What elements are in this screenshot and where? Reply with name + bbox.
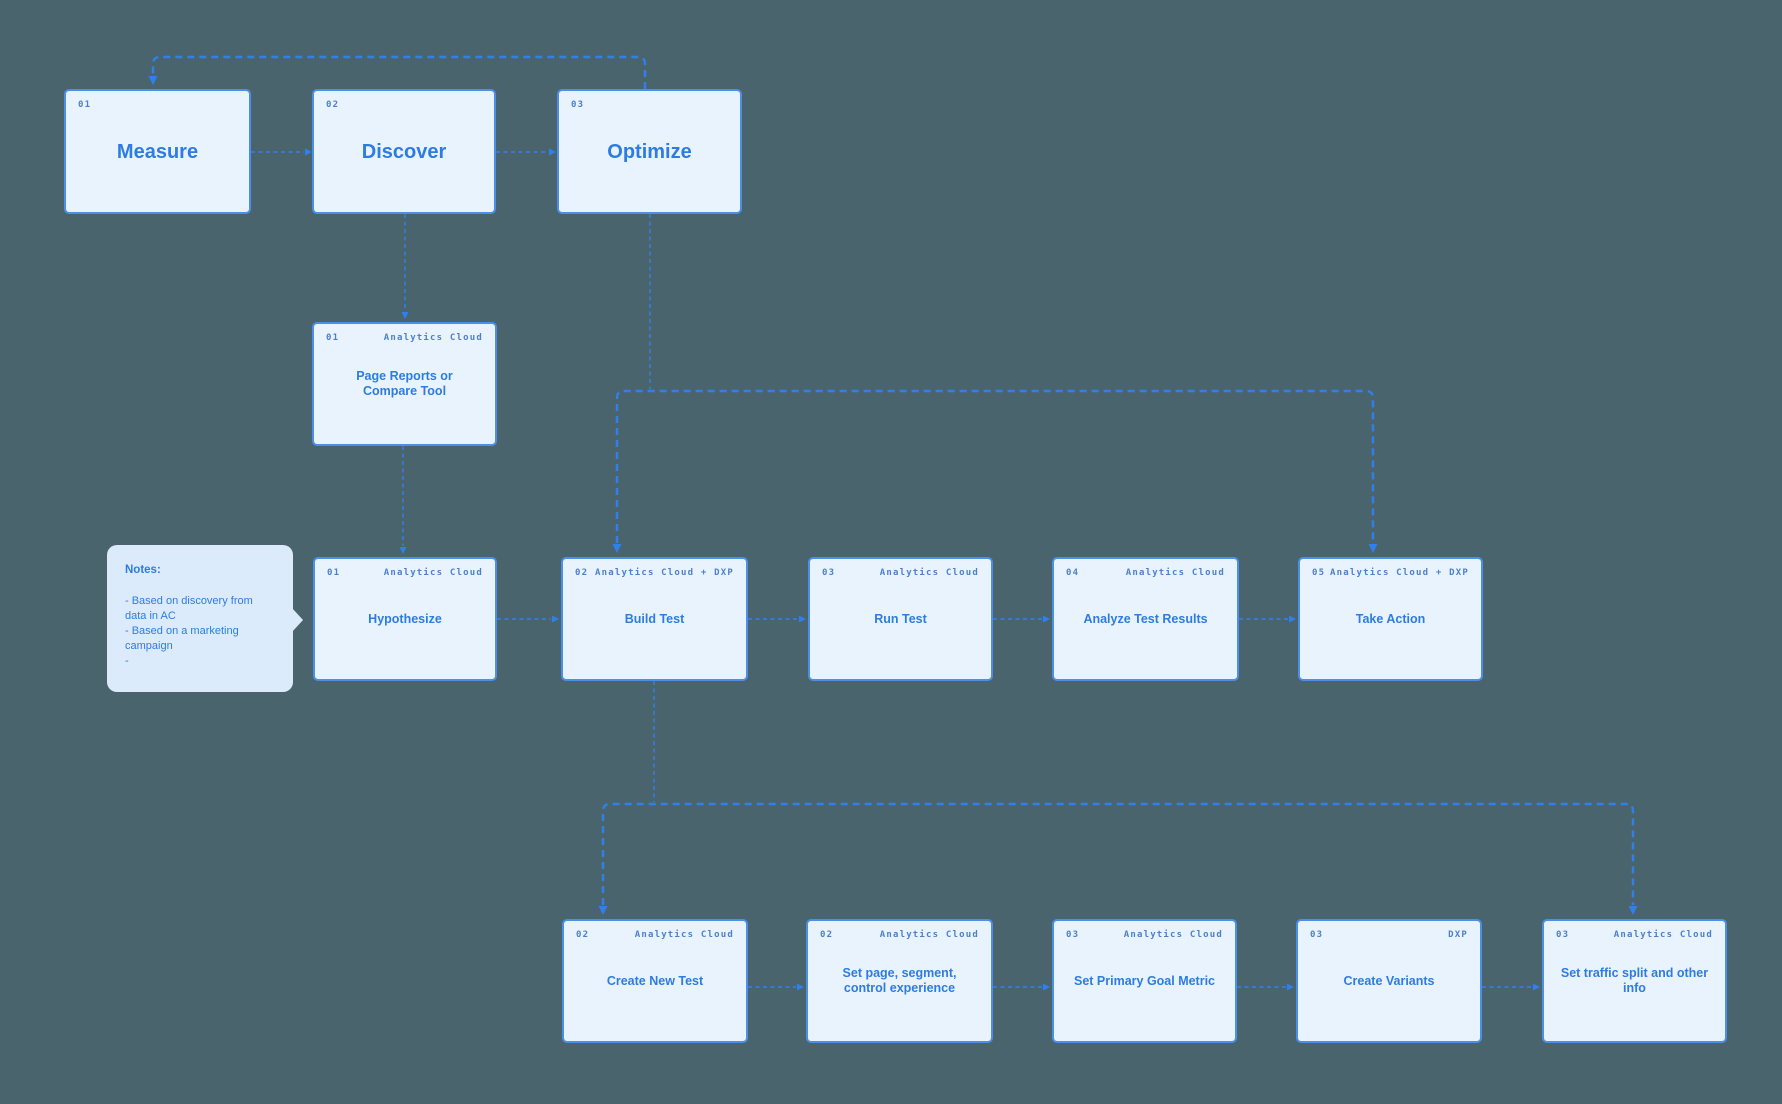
node-set-primary-goal-metric[interactable]: 03 Analytics Cloud Set Primary Goal Metr… xyxy=(1052,919,1237,1043)
node-tag: Analytics Cloud xyxy=(1613,930,1713,940)
node-tag: DXP xyxy=(1448,930,1468,940)
notes-pointer xyxy=(292,608,303,632)
node-label: Create Variants xyxy=(1343,973,1435,988)
node-analyze-test-results[interactable]: 04 Analytics Cloud Analyze Test Results xyxy=(1052,557,1239,681)
node-label: Create New Test xyxy=(606,973,704,988)
node-label: Set traffic split and other info xyxy=(1560,966,1709,995)
node-tag: Analytics Cloud xyxy=(1123,930,1223,940)
node-label: Take Action xyxy=(1355,611,1426,626)
node-number: 02 xyxy=(326,100,340,110)
node-label: Set page, segment, control experience xyxy=(842,966,957,995)
node-number: 05 xyxy=(1312,568,1326,578)
node-tag: Analytics Cloud xyxy=(383,333,483,343)
notes-bubble[interactable]: Notes: - Based on discovery from data in… xyxy=(107,545,303,692)
node-set-traffic-split[interactable]: 03 Analytics Cloud Set traffic split and… xyxy=(1542,919,1727,1043)
node-label: Optimize xyxy=(607,140,692,163)
node-label: Build Test xyxy=(624,611,685,626)
notes-line: - Based on a marketing campaign xyxy=(125,625,239,652)
connector-buildtest-branch[interactable] xyxy=(601,802,1635,905)
node-number: 03 xyxy=(1310,930,1324,940)
node-measure[interactable]: 01 Measure xyxy=(64,89,251,214)
node-label: Hypothesize xyxy=(368,611,442,626)
node-number: 01 xyxy=(327,568,341,578)
node-label: Set Primary Goal Metric xyxy=(1073,973,1216,988)
node-tag: Analytics Cloud + DXP xyxy=(595,568,734,578)
node-number: 03 xyxy=(1066,930,1080,940)
node-number: 04 xyxy=(1066,568,1080,578)
node-tag: Analytics Cloud xyxy=(879,568,979,578)
connector-optimize-to-measure-loop[interactable] xyxy=(151,55,647,89)
node-hypothesize[interactable]: 01 Analytics Cloud Hypothesize xyxy=(313,557,497,681)
node-run-test[interactable]: 03 Analytics Cloud Run Test xyxy=(808,557,993,681)
node-number: 03 xyxy=(1556,930,1570,940)
node-take-action[interactable]: 05 Analytics Cloud + DXP Take Action xyxy=(1298,557,1483,681)
node-tag: Analytics Cloud xyxy=(634,930,734,940)
node-create-variants[interactable]: 03 DXP Create Variants xyxy=(1296,919,1482,1043)
node-label: Run Test xyxy=(874,611,927,626)
notes-line: - xyxy=(125,655,129,667)
connector-optimize-branch[interactable] xyxy=(615,389,1375,543)
node-tag: Analytics Cloud xyxy=(1125,568,1225,578)
node-number: 03 xyxy=(571,100,585,110)
node-create-new-test[interactable]: 02 Analytics Cloud Create New Test xyxy=(562,919,748,1043)
node-label: Page Reports or Compare Tool xyxy=(356,369,453,398)
notes-line: - Based on discovery from data in AC xyxy=(125,595,253,622)
node-label: Discover xyxy=(361,140,447,163)
node-tag: Analytics Cloud + DXP xyxy=(1330,568,1469,578)
node-number: 01 xyxy=(78,100,92,110)
notes-title: Notes: xyxy=(125,564,161,576)
node-label: Measure xyxy=(116,140,199,163)
node-discover[interactable]: 02 Discover xyxy=(312,89,496,214)
node-number: 02 xyxy=(575,568,589,578)
node-optimize[interactable]: 03 Optimize xyxy=(557,89,742,214)
node-label: Analyze Test Results xyxy=(1083,611,1208,626)
node-build-test[interactable]: 02 Analytics Cloud + DXP Build Test xyxy=(561,557,748,681)
node-number: 02 xyxy=(576,930,590,940)
node-tag: Analytics Cloud xyxy=(879,930,979,940)
node-number: 03 xyxy=(822,568,836,578)
arrowheads xyxy=(148,76,1638,991)
node-set-page-segment-control[interactable]: 02 Analytics Cloud Set page, segment, co… xyxy=(806,919,993,1043)
node-number: 01 xyxy=(326,333,340,343)
node-number: 02 xyxy=(820,930,834,940)
node-tag: Analytics Cloud xyxy=(383,568,483,578)
node-page-reports-or-compare-tool[interactable]: 01 Analytics Cloud Page Reports or Compa… xyxy=(312,322,497,446)
